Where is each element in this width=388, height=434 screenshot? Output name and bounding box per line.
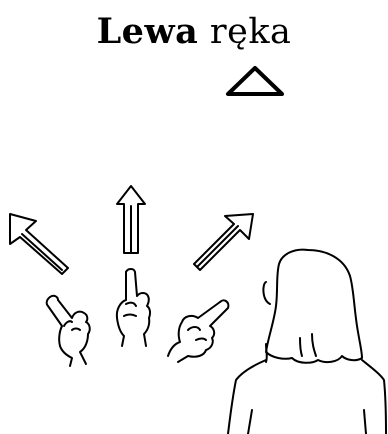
triangle-up-icon bbox=[228, 68, 282, 94]
hand-center-icon bbox=[117, 269, 150, 346]
arrow-up-left-icon bbox=[10, 214, 68, 274]
hand-right-icon bbox=[168, 300, 228, 362]
arrow-up-icon bbox=[117, 186, 145, 253]
person-back-icon bbox=[228, 250, 386, 434]
arrow-up-right-icon bbox=[194, 214, 253, 270]
hand-left-icon bbox=[47, 296, 90, 366]
